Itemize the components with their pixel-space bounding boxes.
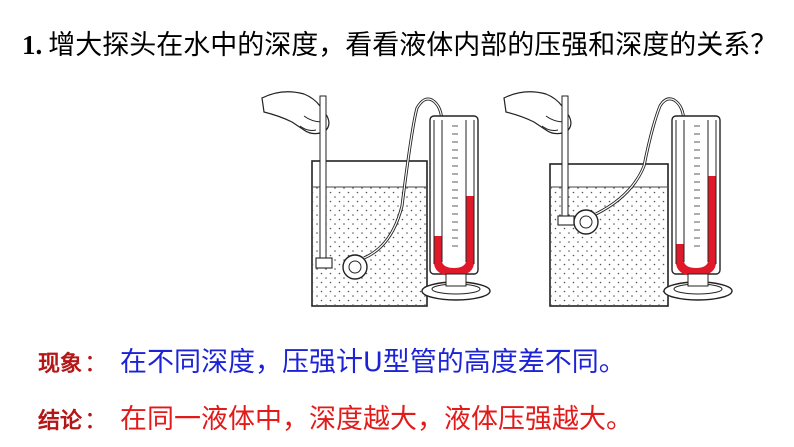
phenomenon-row: 现象： 在不同深度，压强计U型管的高度差不同。: [38, 340, 626, 379]
right-probe-rod: [561, 95, 569, 225]
left-beaker: [311, 160, 428, 307]
left-probe-dial: [342, 254, 368, 280]
pressure-experiment-figure: [261, 91, 733, 307]
left-apparatus: [261, 91, 491, 307]
right-probe-dial: [573, 209, 599, 235]
right-beaker: [549, 163, 669, 307]
left-water: [313, 187, 426, 305]
question-text: 1.增大探头在水中的深度，看看液体内部的压强和深度的关系？: [22, 22, 782, 69]
left-hand-icon: [261, 91, 330, 135]
right-hand-icon: [503, 91, 572, 135]
question-body: 增大探头在水中的深度，看看液体内部的压强和深度的关系？: [48, 30, 778, 61]
conclusion-label: 结论: [38, 409, 83, 434]
conclusion-row: 结论： 在同一液体中，深度越大，液体压强越大。: [38, 397, 633, 436]
right-apparatus: [503, 91, 733, 307]
conclusion-text: 在同一液体中，深度越大，液体压强越大。: [120, 404, 634, 435]
phenomenon-label: 现象: [38, 352, 83, 377]
conclusion-colon: ：: [84, 406, 109, 434]
question-number: 1.: [22, 30, 43, 60]
phenomenon-text: 在不同深度，压强计U型管的高度差不同。: [120, 347, 626, 378]
left-probe-rod: [319, 95, 327, 267]
phenomenon-colon: ：: [84, 349, 109, 377]
